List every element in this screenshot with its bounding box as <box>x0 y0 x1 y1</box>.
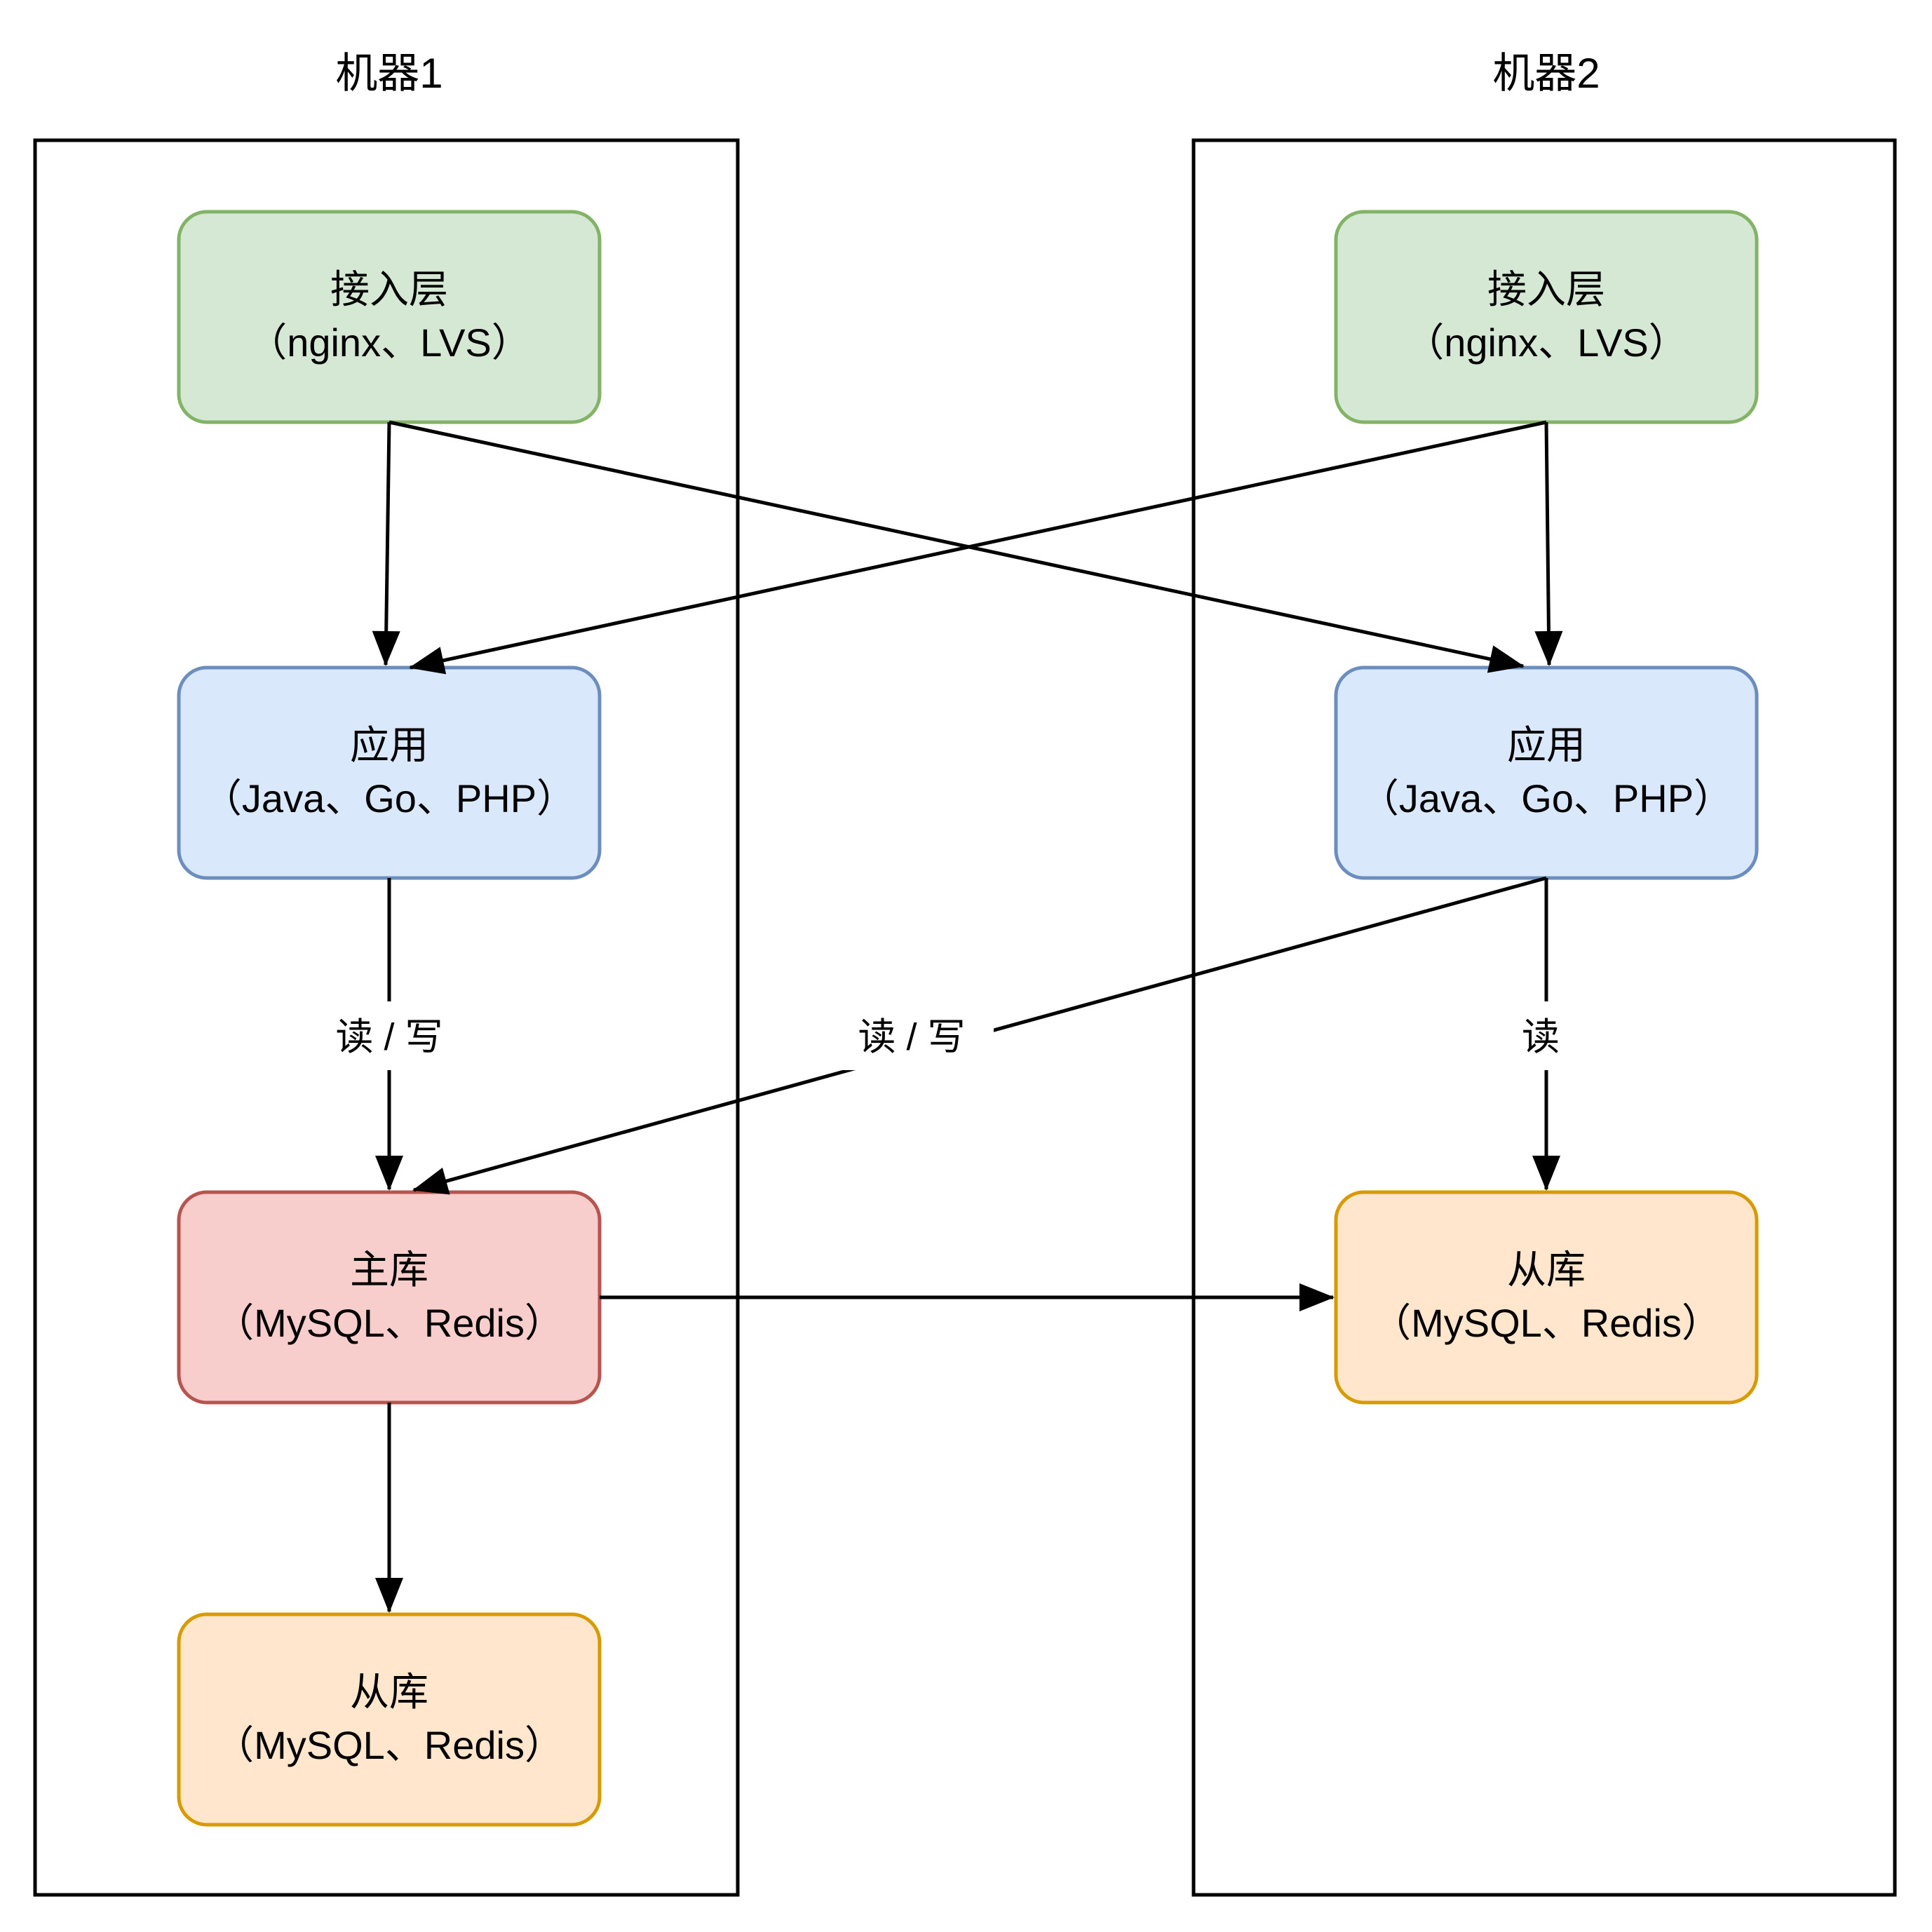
machine1-title: 机器1 <box>335 50 443 97</box>
machine1-slave-db-sublabel: （MySQL、Redis） <box>215 1723 564 1767</box>
edge-label-app1-master: 读 / 写 <box>335 1016 443 1058</box>
edge-label-bg-app2-master <box>830 1001 994 1070</box>
machine2-app-sublabel: （Java、Go、PHP） <box>1360 776 1733 820</box>
edge-access1-to-app2 <box>389 420 1525 673</box>
machine1-app-sublabel: （Java、Go、PHP） <box>203 776 576 820</box>
machine2-app-box <box>1334 666 1759 880</box>
machine1-master-db-box <box>177 1190 602 1405</box>
node-machine1-slave-db: 从库 （MySQL、Redis） <box>177 1612 602 1827</box>
edge-label-bg-app1-master <box>307 1001 471 1070</box>
machine2-app-label: 应用 <box>1507 723 1586 767</box>
edge-label-app2-slave2: 读 <box>1522 1016 1560 1058</box>
node-machine2-app: 应用 （Java、Go、PHP） <box>1334 666 1759 880</box>
machine2-access-layer-sublabel: （nginx、LVS） <box>1405 320 1688 365</box>
machine1-access-layer-sublabel: （nginx、LVS） <box>248 320 531 365</box>
edge-access2-to-app2 <box>1534 421 1563 666</box>
node-machine2-slave-db: 从库 （MySQL、Redis） <box>1334 1190 1759 1405</box>
machine1-app-box <box>177 666 602 880</box>
machine1-access-layer-label: 接入层 <box>330 267 448 311</box>
machine1-app-label: 应用 <box>350 723 428 767</box>
edge-label-bg-app2-slave2 <box>1502 1001 1579 1070</box>
machine1-master-db-label: 主库 <box>350 1248 428 1292</box>
machine1-slave-db-box <box>177 1612 602 1827</box>
edge-access1-to-app1 <box>372 421 400 666</box>
node-machine2-access-layer: 接入层 （nginx、LVS） <box>1334 210 1759 424</box>
machine2-title: 机器2 <box>1492 50 1600 97</box>
edge-label-app2-master: 读 / 写 <box>858 1016 965 1058</box>
node-machine1-access-layer: 接入层 （nginx、LVS） <box>177 210 602 424</box>
machine2-slave-db-sublabel: （MySQL、Redis） <box>1372 1301 1721 1345</box>
machine1-master-db-sublabel: （MySQL、Redis） <box>215 1301 564 1345</box>
machine2-access-layer-box <box>1334 210 1759 424</box>
machine1-slave-db-label: 从库 <box>350 1670 428 1714</box>
node-machine1-app: 应用 （Java、Go、PHP） <box>177 666 602 880</box>
node-machine1-master-db: 主库 （MySQL、Redis） <box>177 1190 602 1405</box>
machine2-access-layer-label: 接入层 <box>1487 267 1605 311</box>
edge-access2-to-app1 <box>409 420 1547 675</box>
machine2-slave-db-box <box>1334 1190 1759 1405</box>
machine1-access-layer-box <box>177 210 602 424</box>
machine2-slave-db-label: 从库 <box>1507 1248 1586 1292</box>
